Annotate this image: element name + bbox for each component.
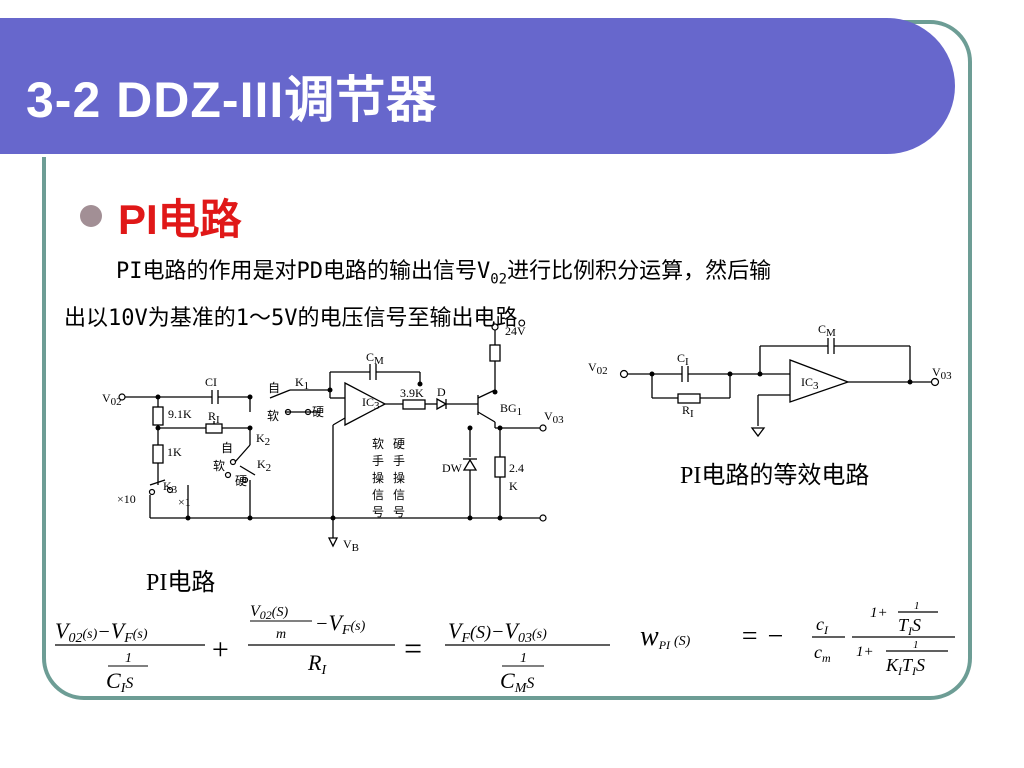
title-bar: 3-2 DDZ-III调节器 [0,18,955,157]
hard-signal-char: 操 [393,470,405,485]
hard-signal-char: 号 [393,505,405,519]
formula-2-num-one: 1 [914,600,920,612]
auto-1-label: 自 [268,381,280,395]
equiv-nodes [649,371,913,385]
equiv-ci-label: CI [677,351,689,368]
v02-label: V02 [102,391,122,408]
formula-1-den-1-one: 1 [125,651,132,666]
formula-2-fraction-bars [812,611,955,652]
auto-2-label: 自 [221,441,233,455]
formula-1-den-1: CIS [106,668,133,696]
hard-2-label: 硬 [235,474,247,488]
formula-1-den-2: RI [307,650,327,678]
formula-1-num-2-m: m [276,627,286,642]
formula-2-den-one: 1 [913,639,919,651]
title-underline [0,154,905,157]
formula-1-num-2-rest: −VF(s) [315,610,366,638]
equivalent-circuit-caption: PI电路的等效电路 [680,463,870,489]
diode-label: D [437,385,446,399]
formula-2-num-plus: 1+ [870,605,888,621]
formula-2-den-kitis: KITIS [885,655,925,678]
hard-signal-char: 手 [393,454,405,468]
paragraph-line-2: 出以10V为基准的1～5V的电压信号至输出电路。 [64,306,540,332]
formula-2-coef-num: cI [816,614,829,637]
formula-1-plus: + [210,633,230,666]
paragraph-text: 进行比例积分运算，然后输 [507,259,772,284]
v03-label: V03 [544,409,564,426]
r-1k-label: 1K [167,445,182,459]
supply-label: 24V [505,324,526,338]
hard-1-label: 硬 [312,405,324,419]
paragraph-subscript: 02 [490,271,508,288]
pi-equivalent-circuit: CM CI V02 V03 RI IC3 [588,322,952,438]
soft-signal-char: 号 [372,505,384,519]
k1-label: K1 [295,375,309,392]
bg-label: BG1 [500,401,522,418]
k3-label: K3 [163,479,178,496]
r-24k-unit-label: K [509,479,518,493]
pi-circuit-diagram: 24V CM CI V02 V03 VB 9.1K RI 1K K1 K2 K2… [102,323,564,554]
equiv-wires [628,338,932,438]
formula-2-coef-den: cm [814,642,831,665]
equiv-terminals [619,369,940,387]
formula-2-num-tis: TIS [898,615,921,638]
hard-signal-char: 信 [393,488,405,502]
pi-circuit-wires [125,330,540,548]
k2-label: K2 [256,431,270,448]
formula-2-equals: = − [740,621,785,652]
cm-label: CM [366,350,384,367]
formula-1-num-2-top: V02(S) [250,603,288,622]
equiv-cm-label: CM [818,322,836,339]
soft-signal-char: 手 [372,454,384,468]
slide-title: 3-2 DDZ-III调节器 [26,72,438,128]
k2b-label: K2 [257,457,271,474]
pi-circuit-nodes [155,381,503,521]
formula-2-den-plus: 1+ [856,644,874,660]
pi-circuit-terminals [118,323,547,522]
pi-circuit-caption: PI电路 [146,570,216,596]
formula-transfer-balance: V02(s)−VF(s) 1 CIS + V02(S) m −VF(s) RI … [55,603,610,696]
paragraph-line-1: PI电路的作用是对PD电路的输出信号V02进行比例积分运算，然后输 [64,252,984,299]
bullet-icon [80,205,102,227]
dw-label: DW [442,461,463,475]
formula-1-den-3-one: 1 [520,651,527,666]
soft-signal-char: 操 [372,470,384,485]
soft-signal-char: 软 [372,437,384,451]
equiv-ic-label: IC3 [801,375,819,392]
section-title: PI电路 [118,196,242,243]
formula-2-lhs: wPI(S) [640,621,691,652]
ci-label: CI [205,375,217,389]
soft-2-label: 软 [213,459,225,473]
r-39k-label: 3.9K [400,386,424,400]
x10-label: ×10 [117,492,136,506]
ri-label: RI [208,409,220,426]
soft-signal-char: 信 [372,488,384,502]
hard-signal-char: 硬 [393,437,405,451]
r-24k-label: 2.4 [509,461,524,475]
formula-1-den-3: CMS [500,668,534,696]
description-paragraph: PI电路的作用是对PD电路的输出信号V02进行比例积分运算，然后输 出以10V为… [64,252,984,339]
formula-1-num-1: V02(s)−VF(s) [55,618,148,646]
formula-pi-transfer-function: wPI(S) = − cI cm 1+ 1 TIS 1+ 1 KITIS [640,600,955,678]
paragraph-text: PI电路的作用是对PD电路的输出信号V [116,259,491,284]
ic-label: IC3 [362,395,380,412]
formula-1-num-3: VF(S)−V03(s) [448,618,547,646]
soft-1-label: 软 [267,409,279,423]
x1-label: ×1 [178,495,191,509]
equiv-v03-label: V03 [932,365,952,382]
vb-label: VB [343,537,359,554]
equiv-v02-label: V02 [588,360,608,377]
formula-1-equals: = [402,630,424,666]
equiv-ri-label: RI [682,403,694,420]
r-9k1-label: 9.1K [168,407,192,421]
